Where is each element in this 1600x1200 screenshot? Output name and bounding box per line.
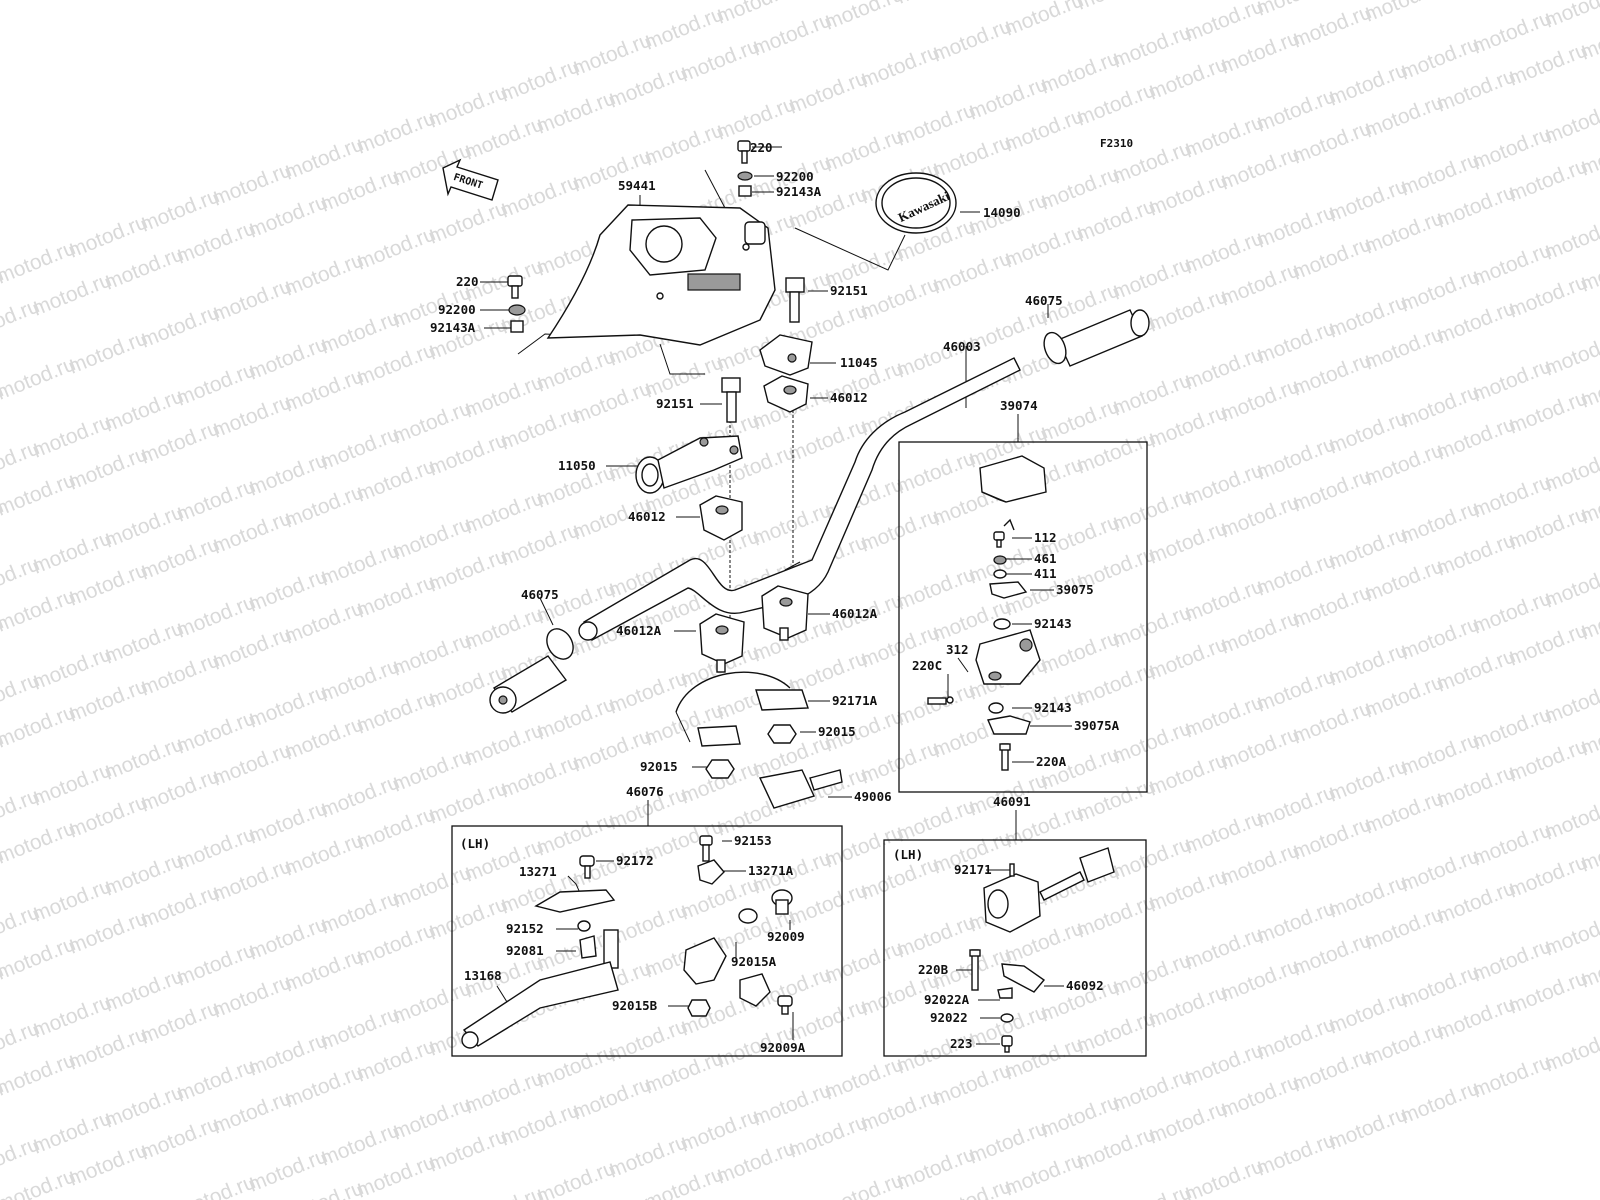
cover-49006 [758, 769, 843, 809]
lh-tag-lever: (LH) [460, 836, 490, 851]
watermark-text: motod.ru [1541, 96, 1600, 148]
label-13271A: 13271A [748, 863, 794, 878]
label-411: 411 [1034, 566, 1057, 581]
watermark-text: motod.ru [1109, 1180, 1194, 1200]
label-461: 461 [1034, 551, 1057, 566]
label-220-left: 220 [456, 274, 479, 289]
label-39075: 39075 [1056, 582, 1094, 597]
bolt-92151 [721, 277, 805, 423]
label-92171: 92171 [954, 862, 992, 877]
lh-tag-switch: (LH) [893, 847, 923, 862]
label-14090: 14090 [983, 205, 1021, 220]
label-223: 223 [950, 1036, 973, 1051]
label-92081: 92081 [506, 943, 544, 958]
label-46092: 46092 [1066, 978, 1104, 993]
watermark-text: motod.ru [1541, 444, 1600, 496]
meter-cover [546, 204, 776, 346]
label-92200: 92200 [776, 169, 814, 184]
right-switch-assembly-box [898, 441, 1148, 793]
label-92143A: 92143A [776, 184, 822, 199]
figure-code: F2310 [1100, 137, 1133, 150]
label-220A: 220A [1036, 754, 1067, 769]
label-220: 220 [750, 140, 773, 155]
clamp-upper [759, 334, 813, 413]
watermark-text: motod.ru [1181, 0, 1266, 47]
top-fasteners [507, 140, 753, 333]
watermark-text: motod.ru [1541, 792, 1600, 844]
label-92022A: 92022A [924, 992, 970, 1007]
watermark-text: motod.ru [1541, 0, 1600, 33]
lh-lever-parts [461, 835, 793, 1049]
label-92151: 92151 [830, 283, 868, 298]
label-46075-right: 46075 [1025, 293, 1063, 308]
handlebar-46003 [578, 357, 1021, 641]
watermark-text: motod.ru [1541, 1024, 1600, 1076]
holder-46012-lower [699, 495, 743, 541]
label-220B: 220B [918, 962, 949, 977]
label-59441: 59441 [618, 178, 656, 193]
label-92015-left: 92015 [640, 759, 678, 774]
label-312: 312 [946, 642, 969, 657]
watermark-text: motod.ru [1073, 0, 1158, 15]
watermark-text: motod.ru [1541, 560, 1600, 612]
label-13271: 13271 [519, 864, 557, 879]
label-46076: 46076 [626, 784, 664, 799]
label-46091: 46091 [993, 794, 1031, 809]
right-switch-parts [927, 455, 1047, 771]
label-39075A: 39075A [1074, 718, 1120, 733]
watermark-text: motod.ru [1541, 908, 1600, 960]
watermark-text: motod.ru [1361, 0, 1446, 27]
part-number-labels: 220 92200 92143A 14090 59441 220 92200 9… [430, 140, 1120, 1055]
lh-switch-assembly-box [883, 839, 1147, 1057]
label-92171A: 92171A [832, 693, 878, 708]
bracket-11050 [635, 435, 743, 494]
label-46003: 46003 [943, 339, 981, 354]
label-92172: 92172 [616, 853, 654, 868]
label-11045: 11045 [840, 355, 878, 370]
label-46012A-left: 46012A [616, 623, 662, 638]
watermark-text: motod.ru [1001, 0, 1086, 41]
label-92143: 92143 [1034, 616, 1072, 631]
holder-46012A [699, 585, 809, 673]
watermark-text: motod.ru [1541, 676, 1600, 728]
lh-lever-assembly-box [451, 825, 843, 1057]
label-49006: 49006 [854, 789, 892, 804]
label-92153: 92153 [734, 833, 772, 848]
kawasaki-emblem: Kawasaki [875, 172, 957, 234]
grip-left [489, 628, 574, 714]
label-46075-left: 46075 [521, 587, 559, 602]
label-13168: 13168 [464, 968, 502, 983]
watermark-text: motod.ru [893, 0, 978, 9]
watermark-text: motod.ru [1541, 328, 1600, 380]
lh-switch-parts [969, 847, 1115, 1053]
label-92200-left: 92200 [438, 302, 476, 317]
label-11050: 11050 [558, 458, 596, 473]
watermark-text: motod.ru [821, 0, 906, 35]
label-92152: 92152 [506, 921, 544, 936]
label-92009A: 92009A [760, 1040, 806, 1055]
label-46012A-right: 46012A [832, 606, 878, 621]
nut-92015 [705, 724, 797, 779]
watermark-text: motod.ru [1433, 0, 1518, 1]
label-92151-lower: 92151 [656, 396, 694, 411]
label-92015A: 92015A [731, 954, 777, 969]
plate-92171A [675, 671, 809, 747]
label-92015-right: 92015 [818, 724, 856, 739]
grip-right [1043, 309, 1150, 367]
label-39074: 39074 [1000, 398, 1038, 413]
label-92143-lower: 92143 [1034, 700, 1072, 715]
label-92009: 92009 [767, 929, 805, 944]
watermark-text: motod.ru [1541, 212, 1600, 264]
label-46012: 46012 [830, 390, 868, 405]
label-92143A-left: 92143A [430, 320, 476, 335]
label-112: 112 [1034, 530, 1057, 545]
label-46012-lower: 46012 [628, 509, 666, 524]
label-92015B: 92015B [612, 998, 658, 1013]
leader-lines [480, 146, 1072, 1045]
label-220C: 220C [912, 658, 942, 673]
label-92022: 92022 [930, 1010, 968, 1025]
front-arrow: FRONT [442, 158, 499, 201]
